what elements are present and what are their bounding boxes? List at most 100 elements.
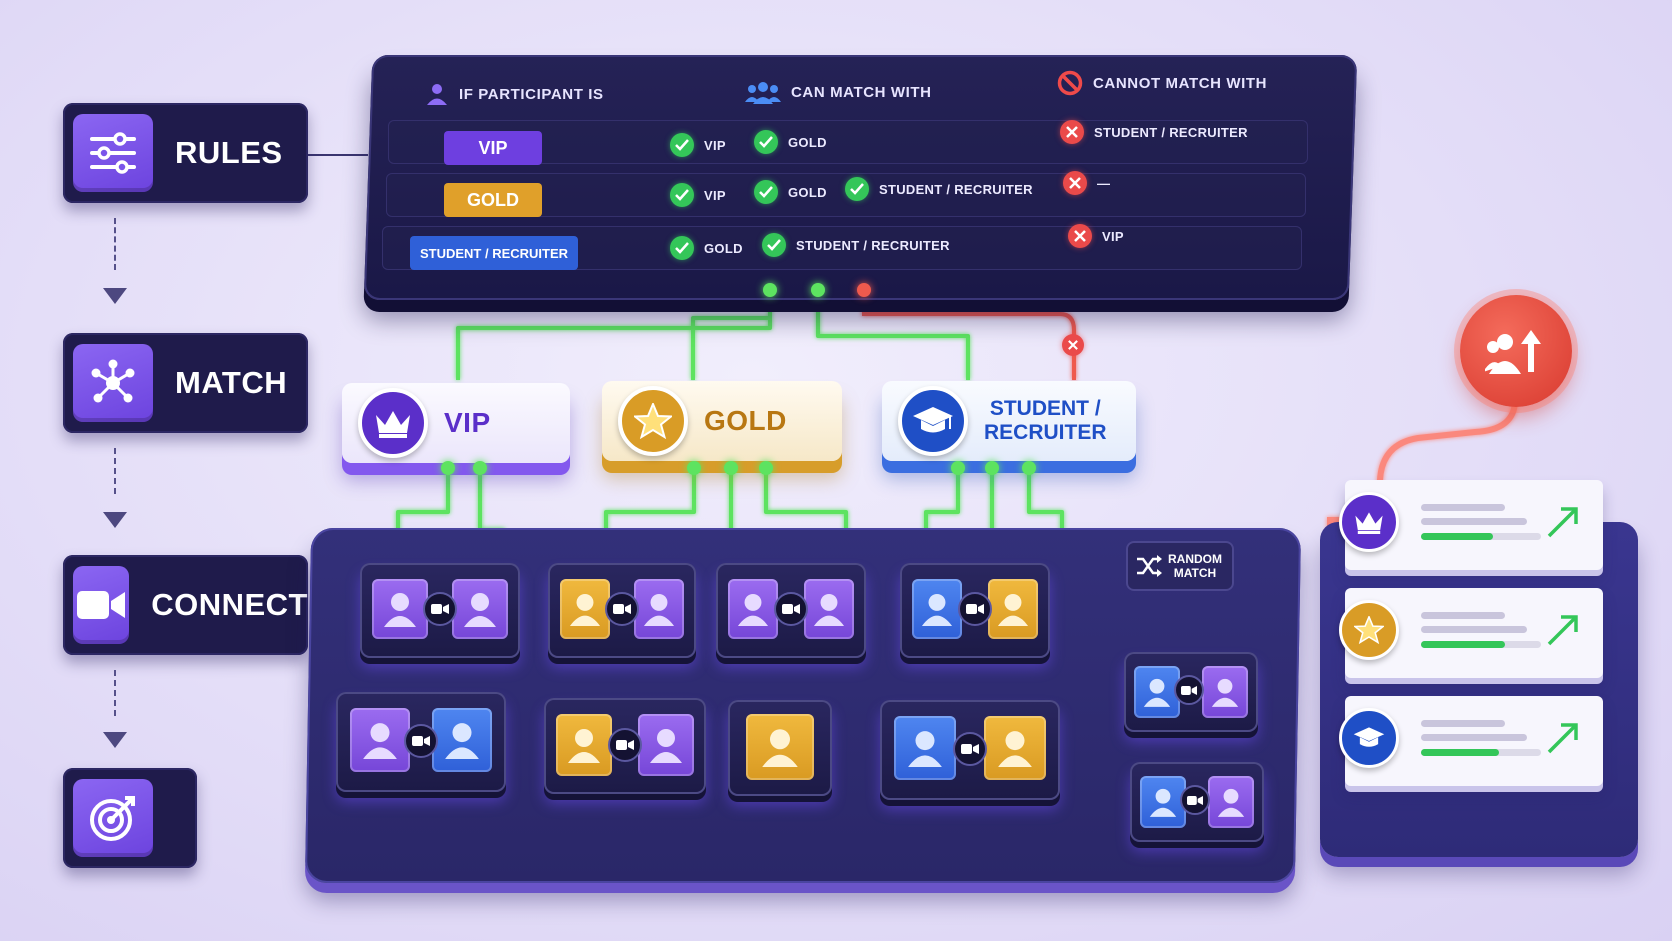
random-video-pod[interactable] — [1124, 652, 1258, 732]
check-icon — [670, 236, 694, 260]
progress-fill — [1421, 749, 1499, 756]
video-pod[interactable] — [544, 698, 706, 794]
step-connect[interactable]: CONNECT — [63, 555, 308, 655]
video-call-icon — [958, 592, 992, 626]
participant-tag-student-recruiter: STUDENT / RECRUITER — [410, 236, 578, 270]
category-label: GOLD — [704, 405, 787, 436]
can-match-chip: GOLD — [670, 236, 743, 260]
group-growth-icon — [1460, 295, 1572, 407]
participant-avatar — [1134, 666, 1180, 718]
step-label: CONNECT — [151, 587, 308, 622]
check-icon — [754, 130, 778, 154]
trend-up-icon — [1547, 723, 1578, 754]
video-call-icon — [608, 728, 642, 762]
x-icon — [1063, 171, 1087, 195]
video-pod[interactable] — [880, 700, 1060, 800]
check-icon — [754, 180, 778, 204]
leaderboard-item-gold[interactable] — [1339, 588, 1603, 678]
video-call-icon — [953, 732, 987, 766]
check-icon — [670, 133, 694, 157]
step-label: MATCH — [175, 365, 288, 400]
progress-fill — [1421, 641, 1505, 648]
video-call-icon — [1180, 785, 1210, 815]
shuffle-icon — [1137, 555, 1162, 577]
participant-avatar — [894, 716, 956, 780]
category-student-recruiter[interactable]: STUDENT / RECRUITER — [882, 381, 1136, 461]
random-match-label: RANDOM MATCH — [1168, 552, 1222, 580]
participant-avatar — [984, 716, 1046, 780]
leaderboard-item-vip[interactable] — [1339, 480, 1603, 570]
check-icon — [845, 177, 869, 201]
step-rules[interactable]: RULES — [63, 103, 308, 203]
participant-avatar — [804, 579, 854, 639]
cannot-match-chip: VIP — [1068, 224, 1124, 248]
random-match-button[interactable]: RANDOM MATCH — [1126, 541, 1234, 591]
video-pod[interactable] — [548, 563, 696, 658]
video-call-icon — [1174, 675, 1204, 705]
can-match-chip: VIP — [670, 133, 726, 157]
category-gold[interactable]: GOLD — [602, 381, 842, 461]
video-call-icon — [605, 592, 639, 626]
col-header-cannot: CANNOT MATCH WITH — [1057, 70, 1267, 96]
video-camera-icon — [73, 566, 130, 644]
category-label: STUDENT / RECRUITER — [984, 397, 1107, 444]
network-icon — [73, 344, 153, 422]
participant-tag-gold: GOLD — [444, 183, 542, 217]
can-match-chip: VIP — [670, 183, 726, 207]
person-icon — [427, 84, 447, 105]
video-call-icon — [423, 592, 457, 626]
participant-avatar — [1202, 666, 1248, 718]
participant-avatar — [1208, 776, 1254, 828]
blocked-x-icon — [1062, 334, 1084, 356]
leaderboard-panel — [1320, 522, 1638, 857]
sliders-icon — [73, 114, 153, 192]
participant-tag-vip: VIP — [444, 131, 542, 165]
crown-icon — [1339, 492, 1399, 552]
x-icon — [1068, 224, 1092, 248]
category-label: VIP — [444, 407, 491, 438]
category-vip[interactable]: VIP — [342, 383, 570, 463]
video-pod[interactable] — [900, 563, 1050, 658]
participant-avatar — [728, 579, 778, 639]
check-icon — [670, 183, 694, 207]
crown-icon — [358, 388, 428, 458]
col-header-participant: IF PARTICIPANT IS — [425, 82, 604, 106]
participant-avatar — [556, 714, 612, 776]
participant-avatar — [912, 579, 962, 639]
video-call-icon — [774, 592, 808, 626]
can-match-chip: GOLD — [754, 130, 827, 154]
participant-avatar — [452, 579, 508, 639]
participant-avatar — [638, 714, 694, 776]
video-pod[interactable] — [336, 692, 506, 792]
trend-up-icon — [1547, 615, 1578, 646]
graduation-cap-icon — [898, 386, 968, 456]
x-icon — [1060, 120, 1084, 144]
cannot-match-chip: — — [1063, 171, 1110, 195]
step-goal[interactable] — [63, 768, 197, 868]
video-pod[interactable] — [716, 563, 866, 658]
leaderboard-item-student[interactable] — [1339, 696, 1603, 786]
target-icon — [73, 779, 153, 857]
video-pod[interactable] — [728, 700, 832, 796]
can-match-chip: GOLD — [754, 180, 827, 204]
step-match[interactable]: MATCH — [63, 333, 308, 433]
participant-avatar — [372, 579, 428, 639]
trend-up-icon — [1547, 507, 1578, 538]
group-icon — [745, 82, 781, 104]
participant-avatar — [432, 708, 492, 772]
step-label: RULES — [175, 135, 283, 170]
star-icon — [618, 386, 688, 456]
random-video-pod[interactable] — [1130, 762, 1264, 842]
video-call-icon — [404, 724, 438, 758]
star-icon — [1339, 600, 1399, 660]
check-icon — [762, 233, 786, 257]
video-pod[interactable] — [360, 563, 520, 658]
can-match-chip: STUDENT / RECRUITER — [762, 233, 950, 257]
cannot-match-chip: STUDENT / RECRUITER — [1060, 120, 1248, 144]
participant-avatar — [988, 579, 1038, 639]
participant-avatar — [350, 708, 410, 772]
participant-avatar — [560, 579, 610, 639]
graduation-cap-icon — [1339, 708, 1399, 768]
participant-avatar — [746, 714, 814, 780]
participant-avatar — [1140, 776, 1186, 828]
